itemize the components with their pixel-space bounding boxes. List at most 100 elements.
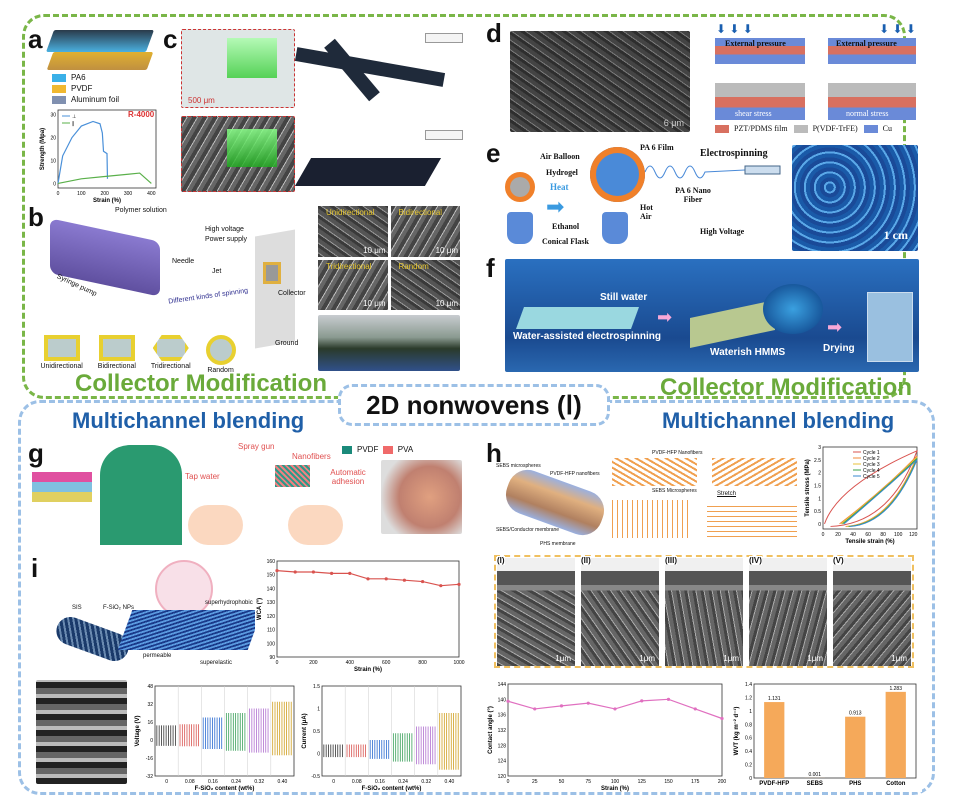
legend-pvdf-trfe: P(VDF-TrFE)	[812, 124, 858, 133]
text-electrospinning: Electrospinning	[700, 148, 768, 159]
data-point	[421, 579, 425, 584]
text-pvdf-hfp-nanofibers: PVDF-HFP nanofibers	[550, 471, 600, 477]
x-tick-label: 0	[276, 660, 279, 666]
stretch-stage-image: (I)1μm	[497, 556, 575, 666]
y-tick-label: 0	[818, 522, 821, 528]
series-line	[57, 120, 109, 184]
material-legend: PZT/PDMS film P(VDF-TrFE) Cu	[715, 124, 892, 134]
stretch-stage-image: (IV)1μm	[749, 556, 827, 666]
y-tick-label: 1.5	[313, 684, 320, 690]
x-tick-label: 200	[100, 191, 109, 197]
histogram-inset	[227, 129, 277, 167]
y-axis-label: Tensile stress (MPa)	[805, 459, 811, 517]
text-pa6-film: PA 6 Film	[640, 143, 674, 152]
data-point	[330, 571, 334, 575]
text-shear-stress: shear stress	[735, 109, 772, 118]
x-axis-label: Strain (%)	[354, 667, 382, 673]
y-tick-label: 1	[749, 709, 752, 715]
legend-pva: PVA	[397, 445, 414, 454]
collector-unidirectional: Unidirectional	[40, 363, 83, 370]
x-tick-label: 25	[532, 779, 538, 785]
x-axis-label: F-SiO₂ content (wt%)	[362, 786, 422, 792]
data-point	[640, 699, 644, 703]
panel-label-i: i	[31, 553, 39, 583]
x-tick-label: 0.32	[254, 779, 264, 785]
x-tick-label: 200	[718, 779, 727, 785]
bar-value-label: 0.001	[808, 772, 821, 778]
data-point	[366, 577, 370, 581]
center-title: 2D nonwovens (Ⅰ)	[338, 384, 610, 426]
x-tick-label: 1000	[453, 660, 464, 666]
x-tick-label: 100	[611, 779, 620, 785]
text-jet: Jet	[212, 268, 222, 275]
chart-tag: R-4000	[128, 110, 155, 119]
data-point	[533, 707, 537, 711]
x-tick-label: 200	[309, 660, 318, 666]
multichannel-blending-title-right: Multichannel blending	[662, 408, 895, 433]
y-tick-label: 90	[269, 655, 275, 661]
text-sebs-conductor: SEBS/Conductor membrane	[496, 527, 560, 533]
data-point	[384, 577, 388, 581]
panel-label-a: a	[28, 24, 43, 54]
hand-photo	[381, 460, 462, 534]
x-tick-label: 400	[346, 660, 355, 666]
x-axis-label: Tensile strain (%)	[845, 539, 894, 545]
power-supply-icon	[425, 130, 463, 140]
conical-flask-icon	[602, 212, 628, 244]
stage-label: (II)	[581, 556, 591, 565]
x-tick-label: 0.40	[278, 779, 288, 785]
y-tick-label: 150	[267, 573, 276, 579]
bar	[845, 716, 866, 778]
text-ground: Ground	[275, 340, 299, 347]
data-point	[402, 578, 406, 582]
bar	[885, 691, 906, 778]
scale-bar: 1μm	[891, 654, 907, 663]
text-hot-air: Hot Air	[640, 203, 653, 221]
legend-pa6: PA6	[71, 73, 86, 82]
y-tick-label: 10	[50, 158, 56, 164]
x-tick-label: 0.24	[231, 779, 241, 785]
pa6-layer	[45, 30, 155, 52]
sem-label: Unidirectional	[326, 208, 375, 217]
x-tick-label: PHS	[849, 781, 861, 787]
y-tick-label: 0.5	[313, 729, 320, 735]
x-tick-label: 60	[865, 532, 871, 538]
y-axis-label: Strength (Mpa)	[40, 128, 46, 170]
x-axis-label: Strain (%)	[93, 198, 121, 204]
text-normal-stress: normal stress	[846, 109, 889, 118]
text-sebs-label: SEBS Microspheres	[652, 488, 697, 494]
y-tick-label: 160	[267, 559, 276, 565]
optical-image: 500 μm	[181, 29, 295, 108]
series-line	[57, 172, 152, 185]
data-point	[506, 699, 510, 703]
y-tick-label: 128	[498, 743, 507, 749]
x-tick-label: 800	[418, 660, 427, 666]
collector-frame	[263, 262, 281, 284]
y-tick-label: 48	[147, 684, 153, 690]
arrow-icon: ➡	[657, 307, 673, 327]
x-tick-label: 0.24	[398, 779, 408, 785]
collector-types: Unidirectional Bidirectional Tridirectio…	[33, 335, 243, 374]
stretch-sem-strip	[494, 555, 914, 668]
y-tick-label: 0	[749, 776, 752, 782]
x-tick-label: 0	[57, 191, 60, 197]
y-axis-label: Voltage (V)	[135, 716, 141, 747]
panel-label-g: g	[28, 438, 44, 468]
data-point	[586, 701, 590, 705]
text-sis: SIS	[72, 605, 82, 611]
fiber-photo: 1 cm	[792, 145, 918, 251]
text-nanofibers: Nanofibers	[292, 452, 331, 461]
legend-cu: Cu	[882, 124, 892, 133]
panel-label-e: e	[486, 138, 501, 168]
legend-label: Cycle 2	[863, 456, 880, 462]
collector-tridirectional: Tridirectional	[150, 363, 191, 370]
data-point	[275, 569, 279, 573]
y-tick-label: 0	[150, 738, 153, 744]
y-tick-label: 0.6	[745, 736, 752, 742]
multichannel-blending-title-left: Multichannel blending	[72, 408, 305, 433]
text-automatic-adhesion: Automatic adhesion	[330, 468, 366, 486]
text-hydrogel: Hydrogel	[546, 168, 578, 177]
x-tick-label: 0	[822, 532, 825, 538]
